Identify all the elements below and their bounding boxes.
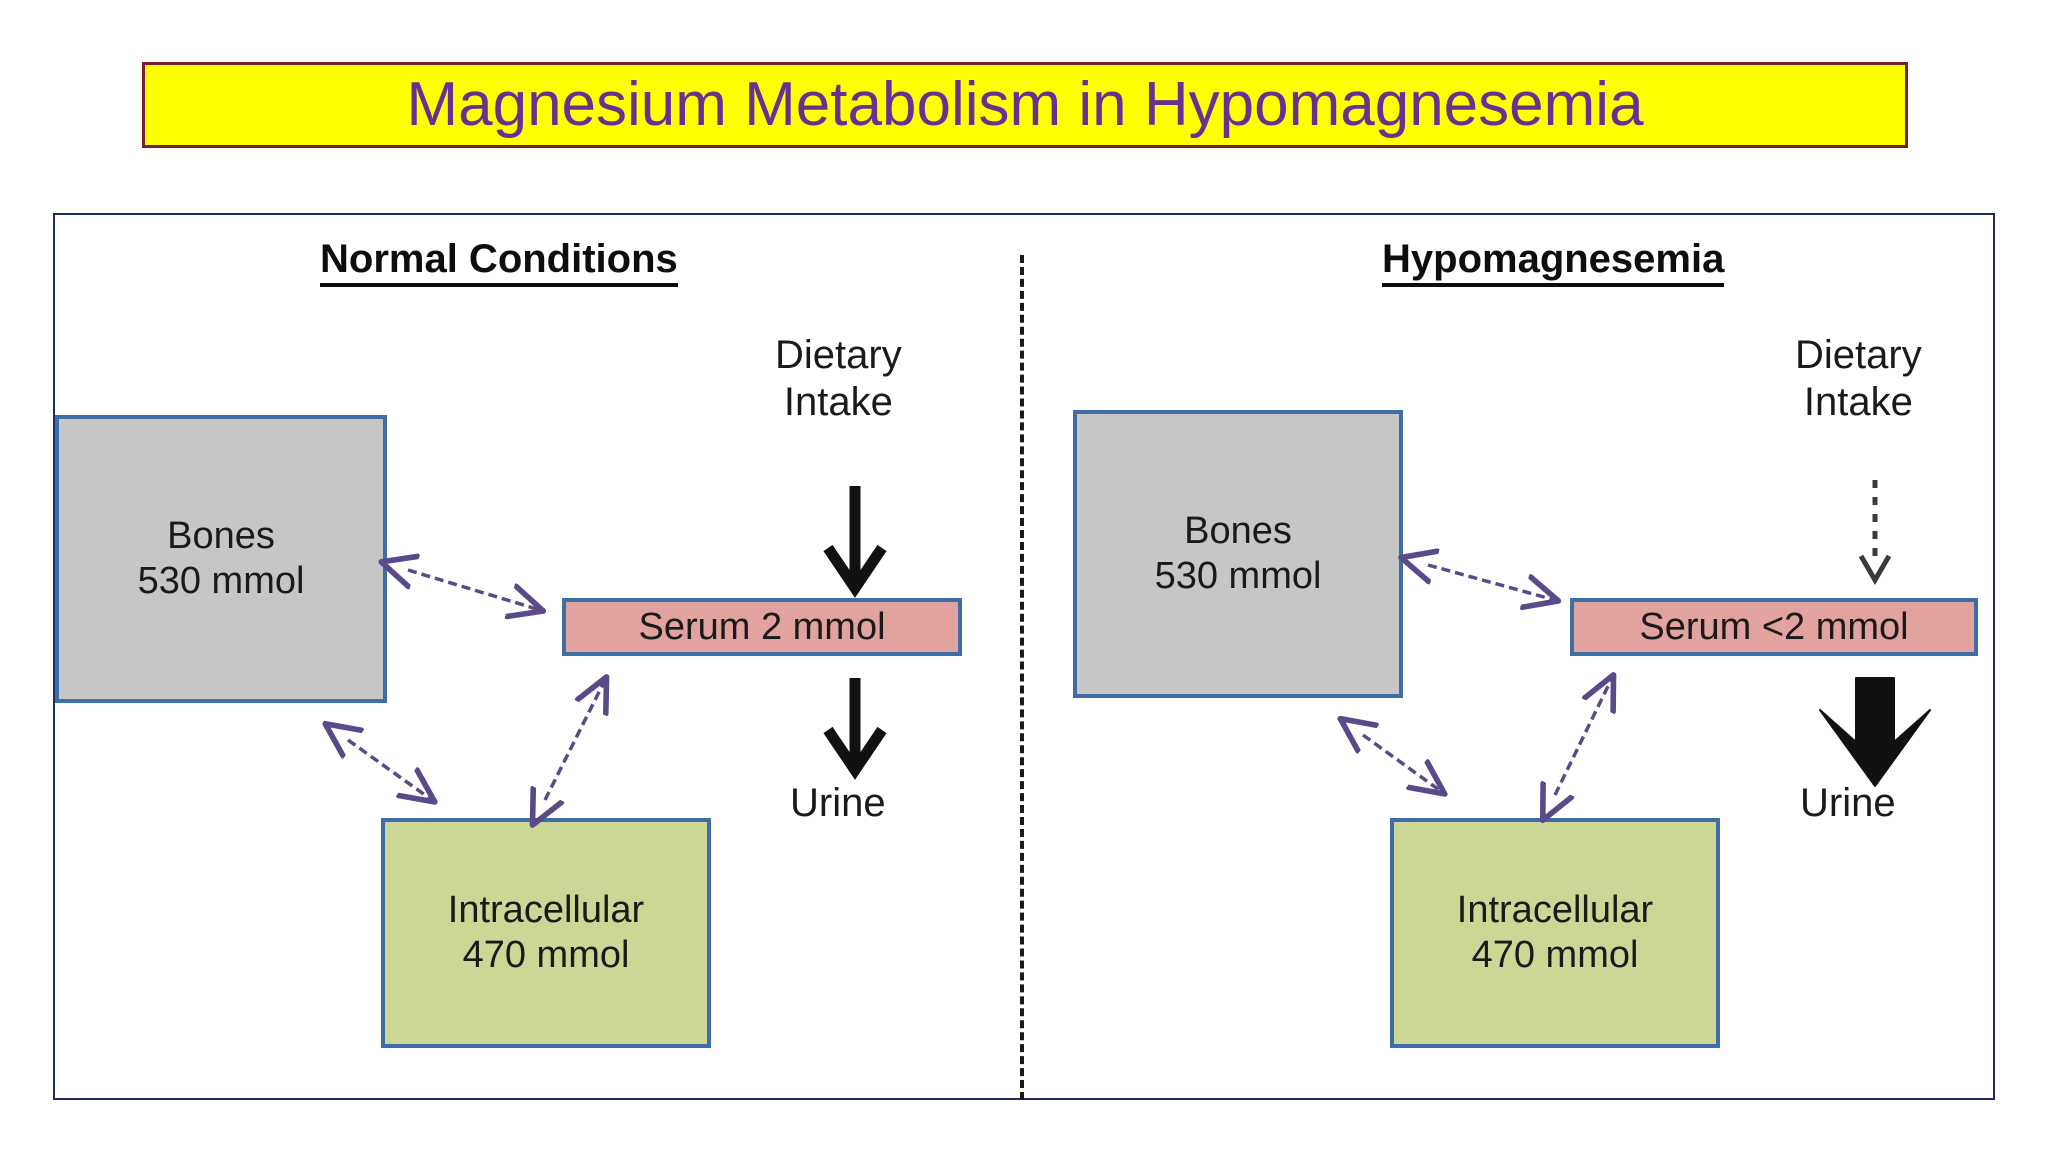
- urine-label-hypomagnesemia: Urine: [1800, 781, 1896, 825]
- dietary-intake-label-hypomagnesemia: Dietary Intake: [1795, 332, 1922, 426]
- dietary-intake-line2-normal: Intake: [783, 380, 893, 425]
- bones-value-hypomagnesemia: 530 mmol: [1154, 555, 1322, 597]
- dietary-intake-line1-hypomagnesemia: Dietary: [1795, 333, 1922, 377]
- page-title-banner: Magnesium Metabolism in Hypomagnesemia: [142, 62, 1908, 148]
- intracellular-box-hypomagnesemia: Intracellular 470 mmol: [1390, 818, 1720, 1048]
- serum-label-hypomagnesemia: Serum <2 mmol: [1639, 605, 1909, 648]
- intracellular-value-hypomagnesemia: 470 mmol: [1471, 934, 1639, 976]
- dietary-intake-line1-normal: Dietary: [775, 333, 902, 377]
- bones-box-normal: Bones 530 mmol: [55, 415, 387, 703]
- panel-heading-hypomagnesemia: Hypomagnesemia: [1382, 238, 1725, 287]
- bones-label-hypomagnesemia: Bones: [1184, 510, 1292, 553]
- dietary-intake-line2-hypomagnesemia: Intake: [1803, 380, 1913, 425]
- page-title: Magnesium Metabolism in Hypomagnesemia: [406, 70, 1644, 139]
- bones-label-normal: Bones: [167, 515, 275, 558]
- serum-label-normal: Serum 2 mmol: [638, 605, 886, 648]
- intracellular-label-normal: Intracellular: [447, 889, 645, 932]
- urine-label-normal: Urine: [790, 781, 886, 825]
- dietary-intake-label-normal: Dietary Intake: [775, 332, 902, 426]
- serum-box-hypomagnesemia: Serum <2 mmol: [1570, 598, 1978, 656]
- panel-divider: [1020, 255, 1024, 1100]
- serum-box-normal: Serum 2 mmol: [562, 598, 962, 656]
- intracellular-label-hypomagnesemia: Intracellular: [1456, 889, 1654, 932]
- panel-heading-normal: Normal Conditions: [320, 238, 678, 287]
- intracellular-value-normal: 470 mmol: [462, 934, 630, 976]
- bones-box-hypomagnesemia: Bones 530 mmol: [1073, 410, 1403, 698]
- intracellular-box-normal: Intracellular 470 mmol: [381, 818, 711, 1048]
- bones-value-normal: 530 mmol: [137, 560, 305, 602]
